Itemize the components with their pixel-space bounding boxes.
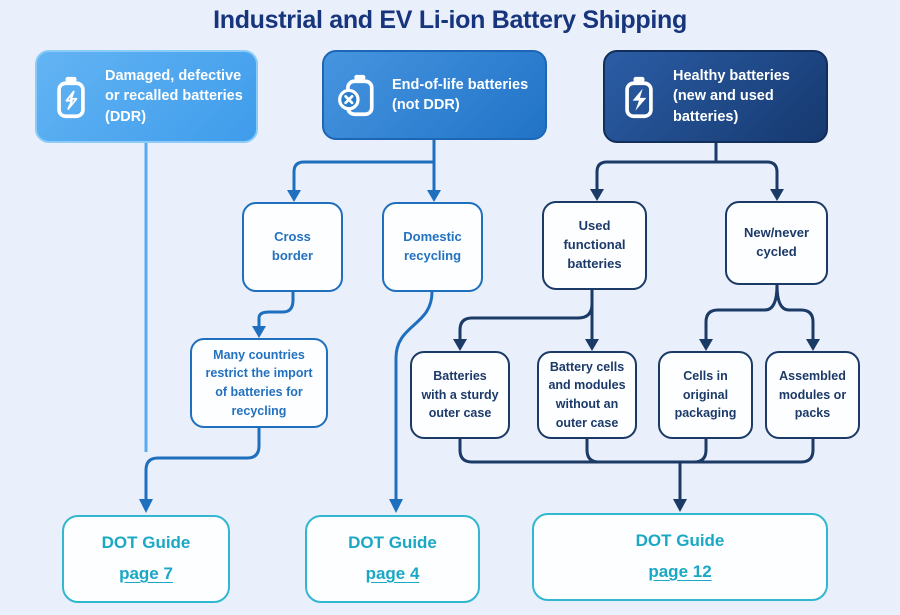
guide-page-link[interactable]: page 12: [648, 562, 712, 581]
battery-charge-outline-icon: [49, 73, 93, 121]
guide-title: DOT Guide: [101, 533, 191, 553]
connector-cellspkg-feeder: [693, 439, 708, 464]
connector-nocase-feeder: [585, 439, 600, 464]
connector-eol-to-crossborder: [292, 160, 434, 190]
node-label: Cross border: [271, 229, 314, 263]
connector-used-to-sturdy: [458, 303, 594, 339]
node-label: Domestic recycling: [403, 229, 462, 263]
node-label: Used functional batteries: [563, 218, 626, 271]
branch-header-healthy: Healthy batteries (new and used batterie…: [603, 50, 828, 143]
node-label: Battery cells and modules without an out…: [548, 359, 626, 430]
branch-header-label: Damaged, defective or recalled batteries…: [105, 68, 243, 125]
node-label: Batteries with a sturdy outer case: [421, 368, 499, 421]
node-used-functional-batteries: Used functional batteries: [542, 201, 647, 290]
node-new-never-cycled: New/never cycled: [725, 201, 828, 285]
node-cells-original-packaging: Cells in original packaging: [658, 351, 753, 439]
node-cross-border: Cross border: [242, 202, 343, 292]
branch-header-eol: End-of-life batteries (not DDR): [322, 50, 547, 140]
battery-x-icon: [336, 71, 380, 119]
connector-domestic-to-guide4: [394, 291, 434, 499]
connector-crossborder-to-many: [257, 292, 295, 326]
guide-title: DOT Guide: [348, 533, 437, 553]
connector-newnever-left: [704, 284, 779, 339]
branch-header-ddr: Damaged, defective or recalled batteries…: [35, 50, 258, 143]
node-label: Cells in original packaging: [674, 368, 737, 421]
guide-box-page-4: DOT Guide page 4: [305, 515, 480, 603]
branch-header-label: Healthy batteries (new and used batterie…: [673, 68, 790, 125]
arrowheads: [139, 189, 820, 513]
page-title: Industrial and EV Li-ion Battery Shippin…: [213, 6, 687, 34]
connector-newnever-right: [775, 284, 815, 339]
node-many-countries-restrict: Many countries restrict the import of ba…: [190, 338, 328, 428]
guide-page-link[interactable]: page 7: [119, 564, 173, 583]
battery-bolt-icon: [617, 73, 661, 121]
node-no-outer-case: Battery cells and modules without an out…: [537, 351, 637, 439]
branch-header-label: End-of-life batteries (not DDR): [392, 76, 529, 113]
connector-healthy-split: [595, 160, 779, 189]
guide-box-page-12: DOT Guide page 12: [532, 513, 828, 601]
node-label: New/never cycled: [743, 225, 810, 259]
node-domestic-recycling: Domestic recycling: [382, 202, 483, 292]
node-sturdy-outer-case: Batteries with a sturdy outer case: [410, 351, 510, 439]
guide-title: DOT Guide: [635, 531, 725, 551]
node-assembled-modules-packs: Assembled modules or packs: [765, 351, 860, 439]
connector-bottom-rail: [458, 439, 815, 464]
node-label: Many countries restrict the import of ba…: [205, 347, 313, 418]
guide-box-page-7: DOT Guide page 7: [62, 515, 230, 603]
guide-page-link[interactable]: page 4: [365, 564, 420, 583]
connector-many-to-guide7: [144, 428, 261, 499]
node-label: Assembled modules or packs: [778, 368, 847, 421]
